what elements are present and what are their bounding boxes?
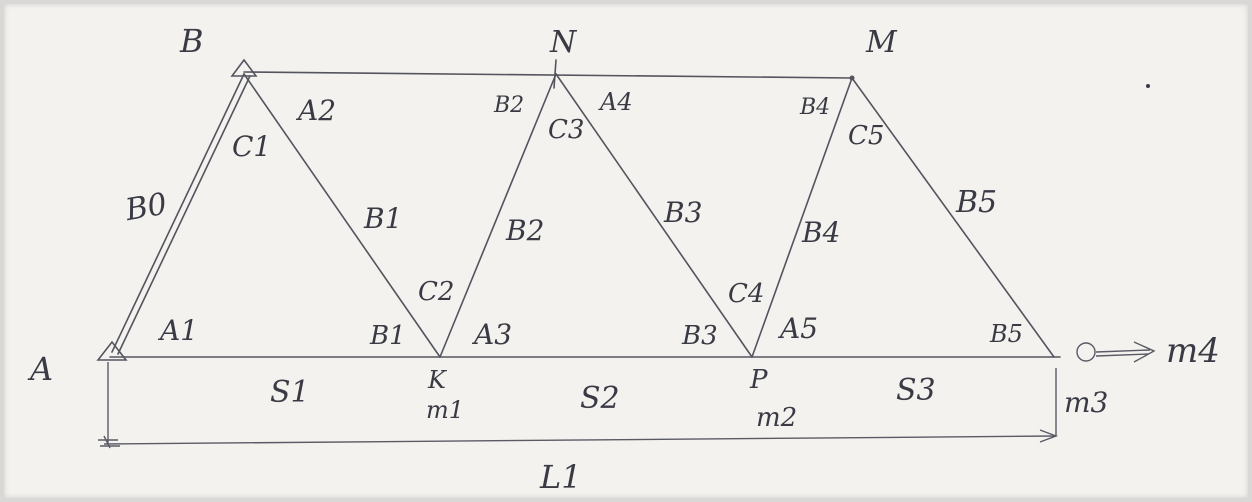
mass-label-m1: m1 [426, 396, 464, 424]
member-label-b4: B4 [801, 216, 840, 249]
node-label-b: B [179, 22, 204, 60]
member-b3 [555, 73, 753, 358]
angle-label-a5: A5 [777, 312, 818, 345]
member-b5 [851, 77, 1055, 358]
member-b2 [439, 73, 557, 358]
angle-label-c4: C4 [728, 279, 764, 309]
node-label-k: K [427, 366, 448, 394]
member-label-b5: B5 [955, 185, 997, 220]
node-label-p: P [749, 365, 768, 395]
mass-label-m2: m2 [756, 403, 797, 433]
support-b-triangle [230, 58, 258, 77]
member-label-b0: B0 [122, 187, 170, 229]
member-b0 [111, 73, 245, 353]
angle-label-a2: A2 [295, 94, 336, 127]
support-a-triangle [96, 340, 128, 361]
angle-label-c2: C2 [418, 277, 454, 307]
member-b1 [243, 73, 441, 358]
top-chord [243, 71, 853, 79]
mark-n-tick [553, 59, 557, 89]
force-arrow-m4 [1095, 349, 1151, 353]
angle-label-b2-top: B2 [493, 93, 524, 118]
member-label-b2: B2 [505, 214, 544, 247]
force-arrowhead-m4 [1133, 341, 1156, 363]
angle-label-b4-top: B4 [799, 95, 830, 120]
angle-label-b3-bottom: B3 [681, 321, 718, 351]
angle-label-c3: C3 [548, 115, 584, 145]
angle-label-a3: A3 [471, 318, 512, 351]
mass-label-m3: m3 [1064, 386, 1108, 419]
member-label-b3: B3 [663, 196, 702, 229]
member-label-b1: B1 [363, 202, 402, 235]
angle-label-c5: C5 [848, 121, 884, 151]
member-b4 [751, 77, 853, 358]
dimension-line [103, 435, 1057, 445]
member-label-s3: S3 [896, 373, 936, 408]
mass-label-m4: m4 [1166, 331, 1220, 371]
member-b0-double [117, 75, 251, 355]
paper-sheet [4, 4, 1248, 498]
ink-speck [1146, 84, 1150, 88]
angle-label-c1: C1 [232, 130, 271, 163]
dimension-label-l1: L1 [539, 458, 582, 496]
node-m-dot [849, 75, 855, 81]
node-label-n: N [549, 25, 578, 60]
angle-label-b1-bottom: B1 [369, 321, 406, 351]
angle-label-a1: A1 [157, 314, 198, 347]
dimension-left-hatch [98, 435, 120, 449]
node-label-m: M [865, 25, 898, 60]
dimension-arrowhead [1039, 429, 1058, 443]
member-label-s2: S2 [580, 381, 620, 416]
angle-label-a4: A4 [598, 88, 633, 116]
member-label-s1: S1 [270, 375, 310, 410]
angle-label-b5-bottom: B5 [989, 320, 1023, 348]
force-arrow-m4-second [1095, 353, 1149, 357]
node-d-circle [1076, 342, 1096, 362]
node-label-a: A [27, 350, 53, 388]
